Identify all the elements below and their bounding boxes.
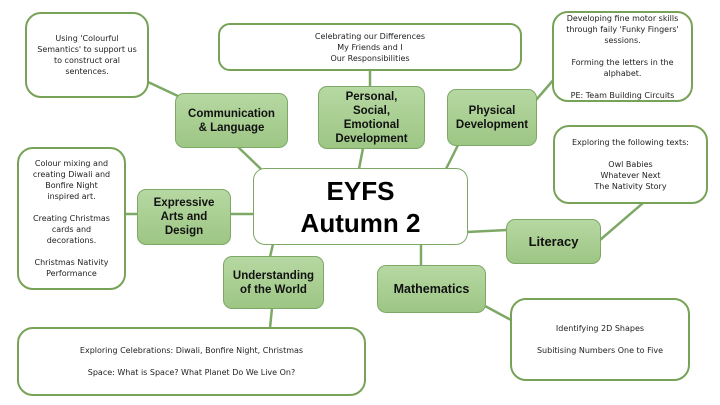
link-utw-center bbox=[268, 243, 275, 258]
mathematics-note-text: Identifying 2D Shapes Subitising Numbers… bbox=[536, 324, 664, 355]
topic-communication-language: Communication & Language bbox=[175, 93, 288, 148]
mathematics-note: Identifying 2D Shapes Subitising Numbers… bbox=[510, 298, 690, 381]
expressive-note-text: Colour mixing and creating Diwali and Bo… bbox=[32, 159, 111, 278]
link-phys-note bbox=[535, 77, 556, 101]
expressive-note: Colour mixing and creating Diwali and Bo… bbox=[17, 147, 126, 290]
literacy-note-text: Exploring the following texts: Owl Babie… bbox=[571, 138, 690, 191]
link-psed-center bbox=[357, 147, 365, 170]
topic-understanding-world: Understanding of the World bbox=[223, 256, 324, 309]
link-phys-center bbox=[444, 144, 460, 170]
link-lit-note bbox=[599, 202, 644, 241]
understanding-note: Exploring Celebrations: Diwali, Bonfire … bbox=[17, 327, 366, 396]
literacy-note: Exploring the following texts: Owl Babie… bbox=[553, 125, 708, 204]
link-math-note bbox=[484, 304, 512, 322]
link-utw-note bbox=[268, 307, 274, 329]
physical-note: Developing fine motor skills through fai… bbox=[552, 11, 693, 102]
understanding-note-text: Exploring Celebrations: Diwali, Bonfire … bbox=[79, 346, 304, 377]
communication-note-text: Using 'Colourful Semantics' to support u… bbox=[37, 34, 137, 76]
topic-expressive-arts-design: Expressive Arts and Design bbox=[137, 189, 231, 245]
link-cl-center bbox=[237, 146, 263, 171]
topic-physical-development: Physical Development bbox=[447, 89, 537, 146]
topic-literacy: Literacy bbox=[506, 219, 601, 264]
link-cl-note bbox=[147, 80, 181, 99]
link-lit-center bbox=[466, 228, 508, 234]
center-title: EYFS Autumn 2 bbox=[253, 168, 468, 245]
topic-psed: Personal, Social, Emotional Development bbox=[318, 86, 425, 149]
psed-note: Celebrating our Differences My Friends a… bbox=[218, 23, 522, 71]
psed-note-text: Celebrating our Differences My Friends a… bbox=[314, 31, 426, 63]
physical-note-text: Developing fine motor skills through fai… bbox=[566, 13, 679, 100]
topic-mathematics: Mathematics bbox=[377, 265, 486, 313]
communication-note: Using 'Colourful Semantics' to support u… bbox=[25, 12, 149, 98]
